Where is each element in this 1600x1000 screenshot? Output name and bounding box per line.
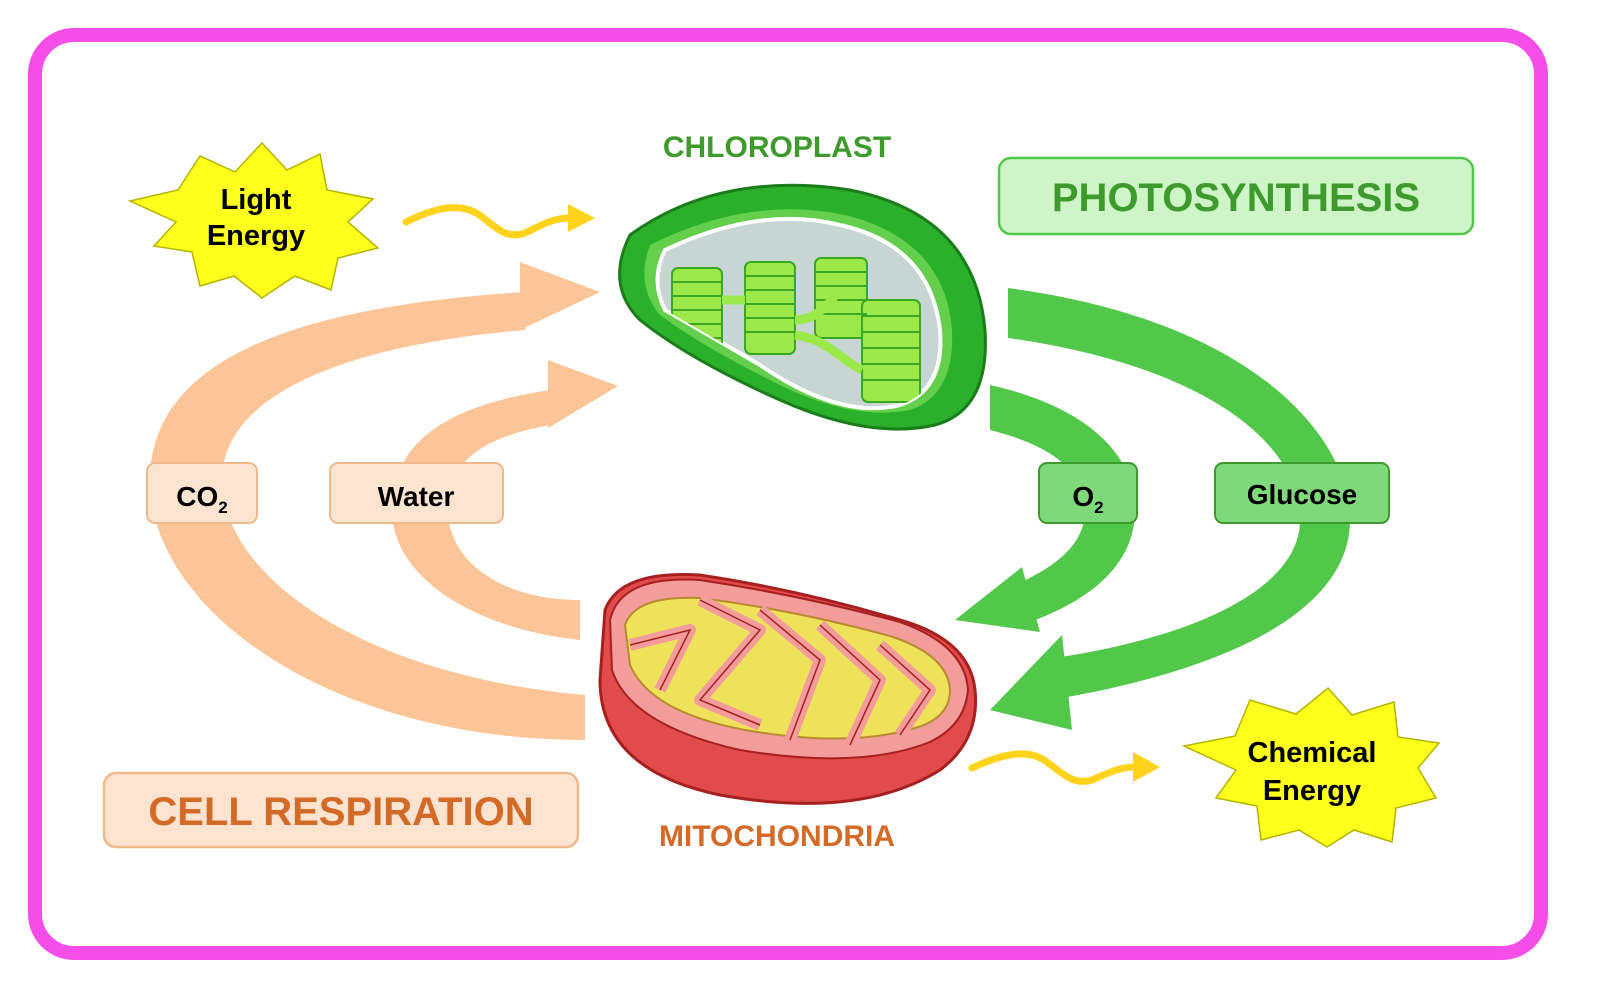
light-energy-starburst: Light Energy (127, 141, 380, 299)
light-energy-line1: Light (221, 184, 292, 216)
chemical-energy-line2: Energy (1263, 775, 1361, 807)
chemical-energy-starburst: Chemical Energy (1181, 686, 1441, 848)
cell-respiration-title-box: CELL RESPIRATION (102, 771, 580, 849)
co2-arrow (150, 262, 600, 740)
o2-subscript: 2 (1094, 498, 1103, 517)
chemical-energy-line1: Chemical (1248, 737, 1377, 769)
mitochondrion-icon (598, 572, 978, 805)
mitochondria-label: MITOCHONDRIA (659, 820, 895, 853)
svg-text:O2: O2 (1072, 481, 1103, 517)
wavy-arrow-icon (402, 204, 595, 239)
chloroplast-label: CHLOROPLAST (663, 131, 891, 164)
photosynthesis-title: PHOTOSYNTHESIS (1052, 176, 1420, 220)
glucose-label-box: Glucose (1214, 462, 1390, 524)
o2-arrow (955, 385, 1135, 632)
co2-label-box: CO2 (146, 462, 258, 524)
water-label: Water (378, 481, 455, 512)
cell-respiration-title: CELL RESPIRATION (148, 790, 533, 834)
water-arrow (392, 360, 618, 640)
wavy-arrow-icon (968, 750, 1160, 785)
light-energy-line2: Energy (207, 220, 305, 252)
co2-subscript: 2 (218, 498, 227, 517)
photosynthesis-title-box: PHOTOSYNTHESIS (997, 156, 1475, 236)
o2-label-box: O2 (1038, 462, 1138, 524)
o2-label: O (1072, 481, 1094, 512)
co2-label: CO (176, 481, 218, 512)
glucose-arrow (990, 288, 1350, 730)
starburst-icon (1181, 686, 1441, 848)
svg-text:CO2: CO2 (176, 481, 227, 517)
water-label-box: Water (329, 462, 504, 524)
starburst-icon (127, 141, 380, 299)
glucose-label: Glucose (1247, 479, 1357, 510)
chloroplast-icon (618, 183, 987, 431)
